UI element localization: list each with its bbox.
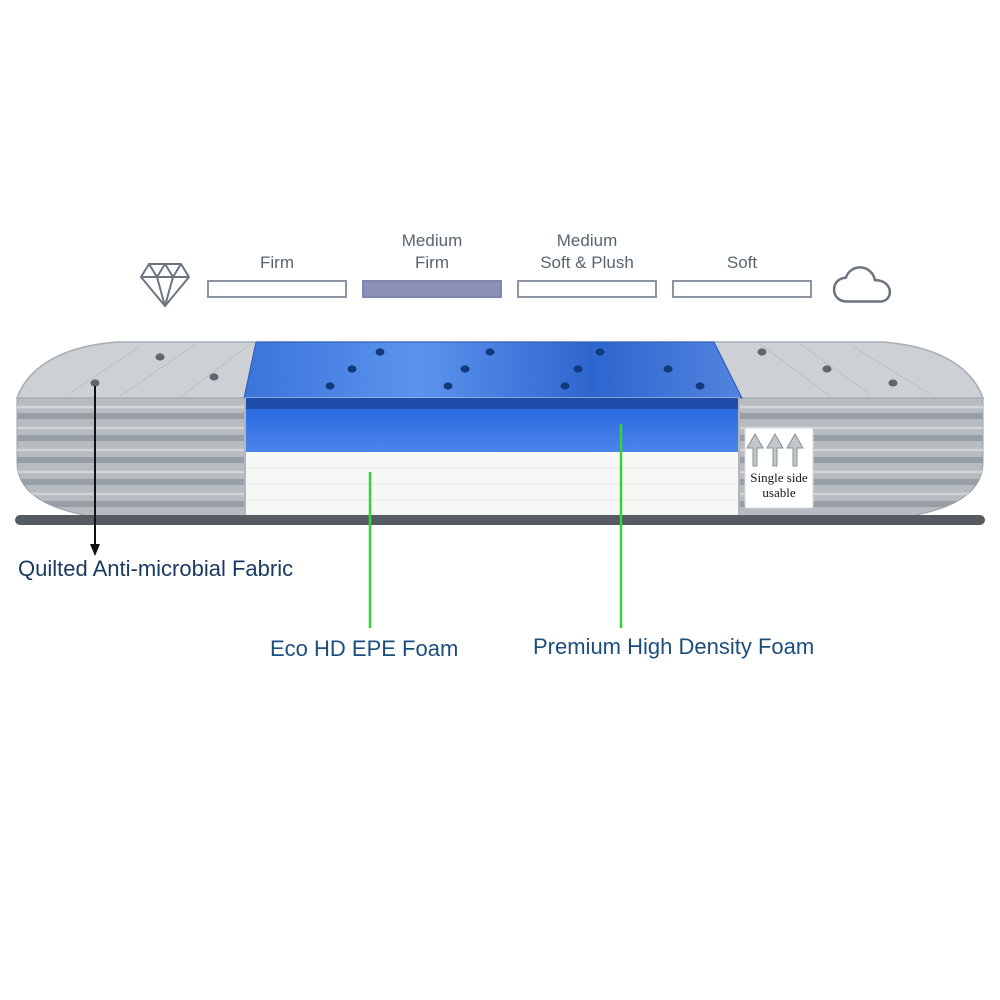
firmness-label: Firm bbox=[260, 224, 294, 274]
firmness-label-line: Medium bbox=[401, 231, 463, 250]
hd-foam-annotation-label: Premium High Density Foam bbox=[533, 634, 815, 659]
fabric-pointer-arrow bbox=[90, 386, 100, 556]
firmness-option-firm: Firm bbox=[207, 224, 347, 298]
firmness-label: Medium Soft & Plush bbox=[540, 224, 634, 274]
firmness-label-line: Firm bbox=[260, 253, 294, 272]
diamond-icon bbox=[140, 263, 190, 307]
single-side-usable-box bbox=[744, 427, 814, 509]
firmness-label: Soft bbox=[727, 224, 757, 274]
cutaway-cross-section bbox=[244, 397, 740, 519]
firmness-label-line: Soft bbox=[726, 253, 758, 272]
firmness-bar-medium-firm-selected bbox=[362, 280, 502, 298]
firmness-bar-firm bbox=[207, 280, 347, 298]
firmness-option-medium-soft-plush: Medium Soft & Plush bbox=[517, 224, 657, 298]
hd-foam-layer bbox=[245, 409, 739, 452]
up-arrows-icon bbox=[746, 432, 804, 467]
firmness-label-line: Firm bbox=[415, 253, 449, 272]
firmness-bar-medium-soft-plush bbox=[517, 280, 657, 298]
quilt-tuft-buttons bbox=[90, 348, 898, 387]
firmness-label-line: Soft & Plush bbox=[540, 253, 634, 272]
firmness-option-medium-firm: Medium Firm bbox=[362, 224, 502, 298]
cloud-icon bbox=[832, 266, 892, 303]
gel-top-layer bbox=[243, 341, 743, 399]
fabric-annotation-label: Quilted Anti-microbial Fabric bbox=[18, 556, 294, 581]
hd-foam-top-band bbox=[245, 398, 739, 409]
mattress-bottom-edge bbox=[15, 515, 985, 525]
epe-foam-annotation-label: Eco HD EPE Foam bbox=[270, 636, 459, 661]
firmness-bar-soft bbox=[672, 280, 812, 298]
firmness-option-soft: Soft bbox=[672, 224, 812, 298]
firmness-label-line: Medium bbox=[556, 231, 618, 250]
firmness-label: Medium Firm bbox=[402, 224, 462, 274]
single-side-usable-note: Single side usable bbox=[750, 470, 808, 500]
gel-tuft-buttons bbox=[325, 348, 705, 390]
